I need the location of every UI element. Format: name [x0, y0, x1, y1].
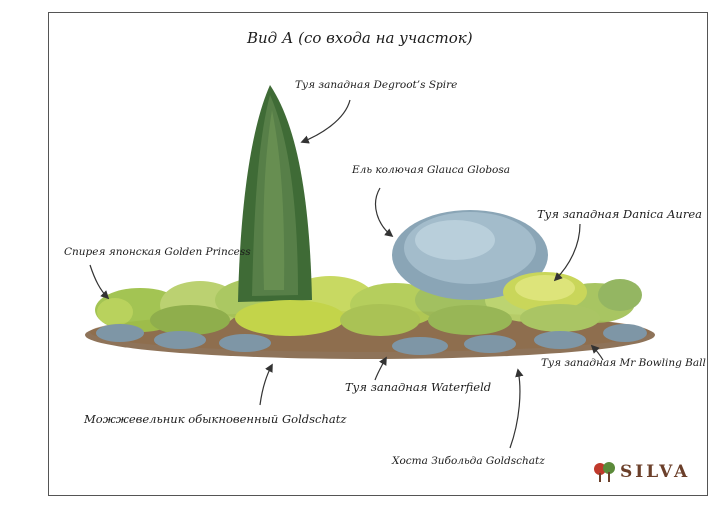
label-spiraea-golden-princess: Спирея японская Golden Princess — [64, 246, 251, 258]
label-thuja-waterfield: Туя западная Waterfield — [345, 380, 492, 394]
drawing-frame — [48, 12, 708, 496]
thuja-danica-aurea — [503, 272, 587, 312]
hosta-edging — [96, 324, 647, 355]
spruce-glauca-globosa — [392, 210, 548, 300]
label-thuja-degroots-spire: Туя западная Degroot’s Spire — [295, 79, 458, 91]
label-thuja-mr-bowling-ball: Туя западная Mr Bowling Ball — [541, 357, 706, 369]
logo-text: SILVA — [620, 462, 691, 482]
silva-logo: SILVA — [592, 460, 690, 484]
tree-logo-icon — [594, 462, 615, 482]
foreground-shrubs — [150, 300, 600, 336]
label-spruce-glauca-globosa: Ель колючая Glauca Globosa — [352, 164, 511, 176]
label-thuja-danica-aurea: Туя западная Danica Aurea — [537, 207, 702, 221]
label-hosta-goldschatz: Хоста Зибольда Goldschatz — [392, 455, 545, 467]
leader-lines — [89, 99, 604, 449]
thuja-degroots-spire — [238, 85, 312, 302]
page-title: Вид А (со входа на участок) — [247, 29, 473, 47]
label-juniper-goldschatz: Можжевельник обыкновенный Goldschatz — [84, 412, 347, 426]
